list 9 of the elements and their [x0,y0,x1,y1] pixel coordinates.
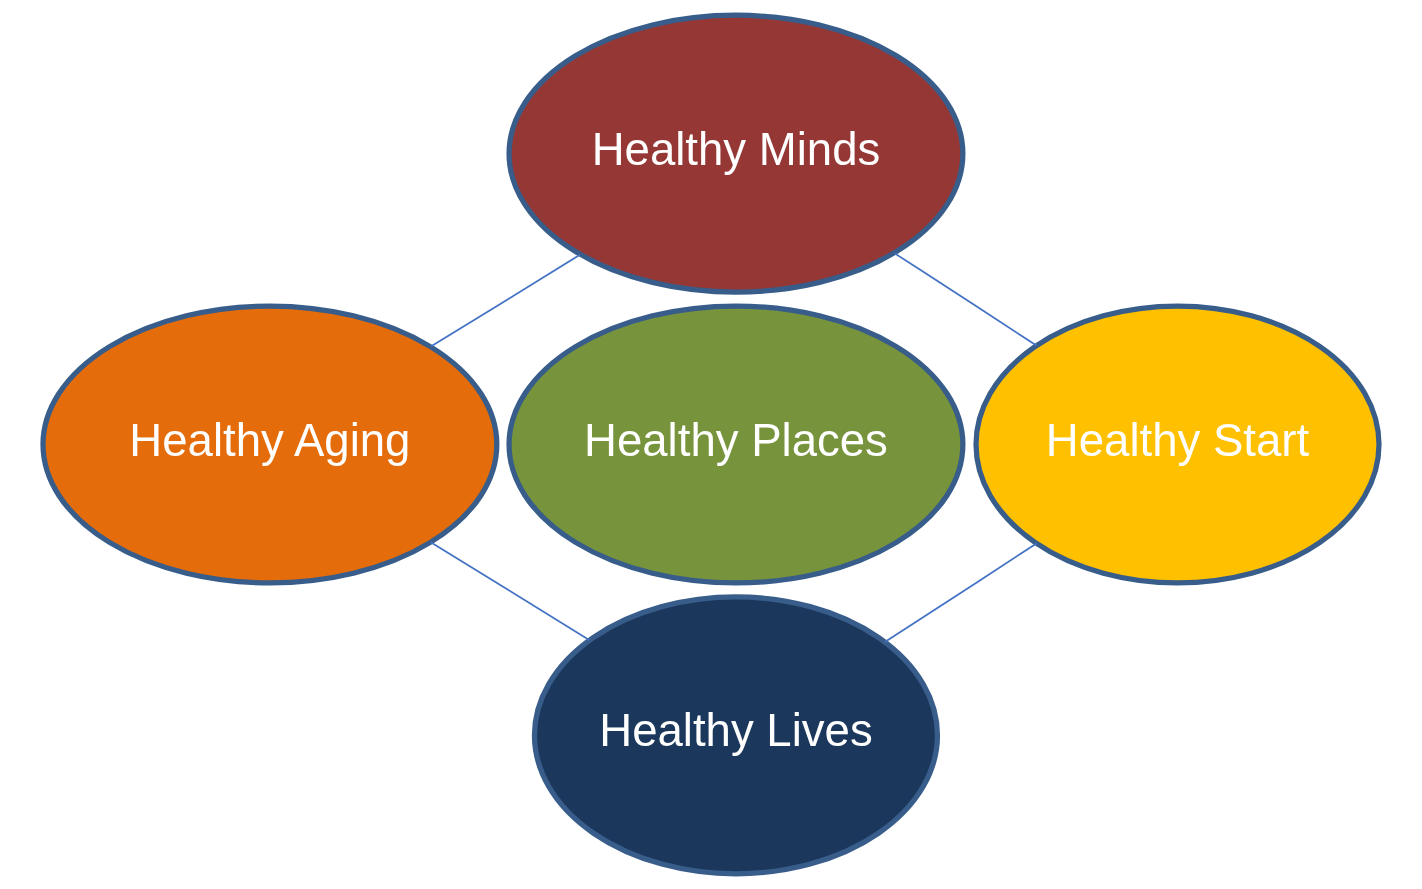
connector [884,542,1038,643]
node-ellipse: Healthy Lives [531,594,941,877]
node-ellipse: Healthy Places [506,303,966,586]
node-ellipse: Healthy Aging [40,303,500,586]
connector [893,252,1038,347]
node-ellipse: Healthy Start [973,303,1382,586]
node-ellipse: Healthy Minds [506,12,966,295]
connector [429,541,591,641]
connector [430,253,581,348]
